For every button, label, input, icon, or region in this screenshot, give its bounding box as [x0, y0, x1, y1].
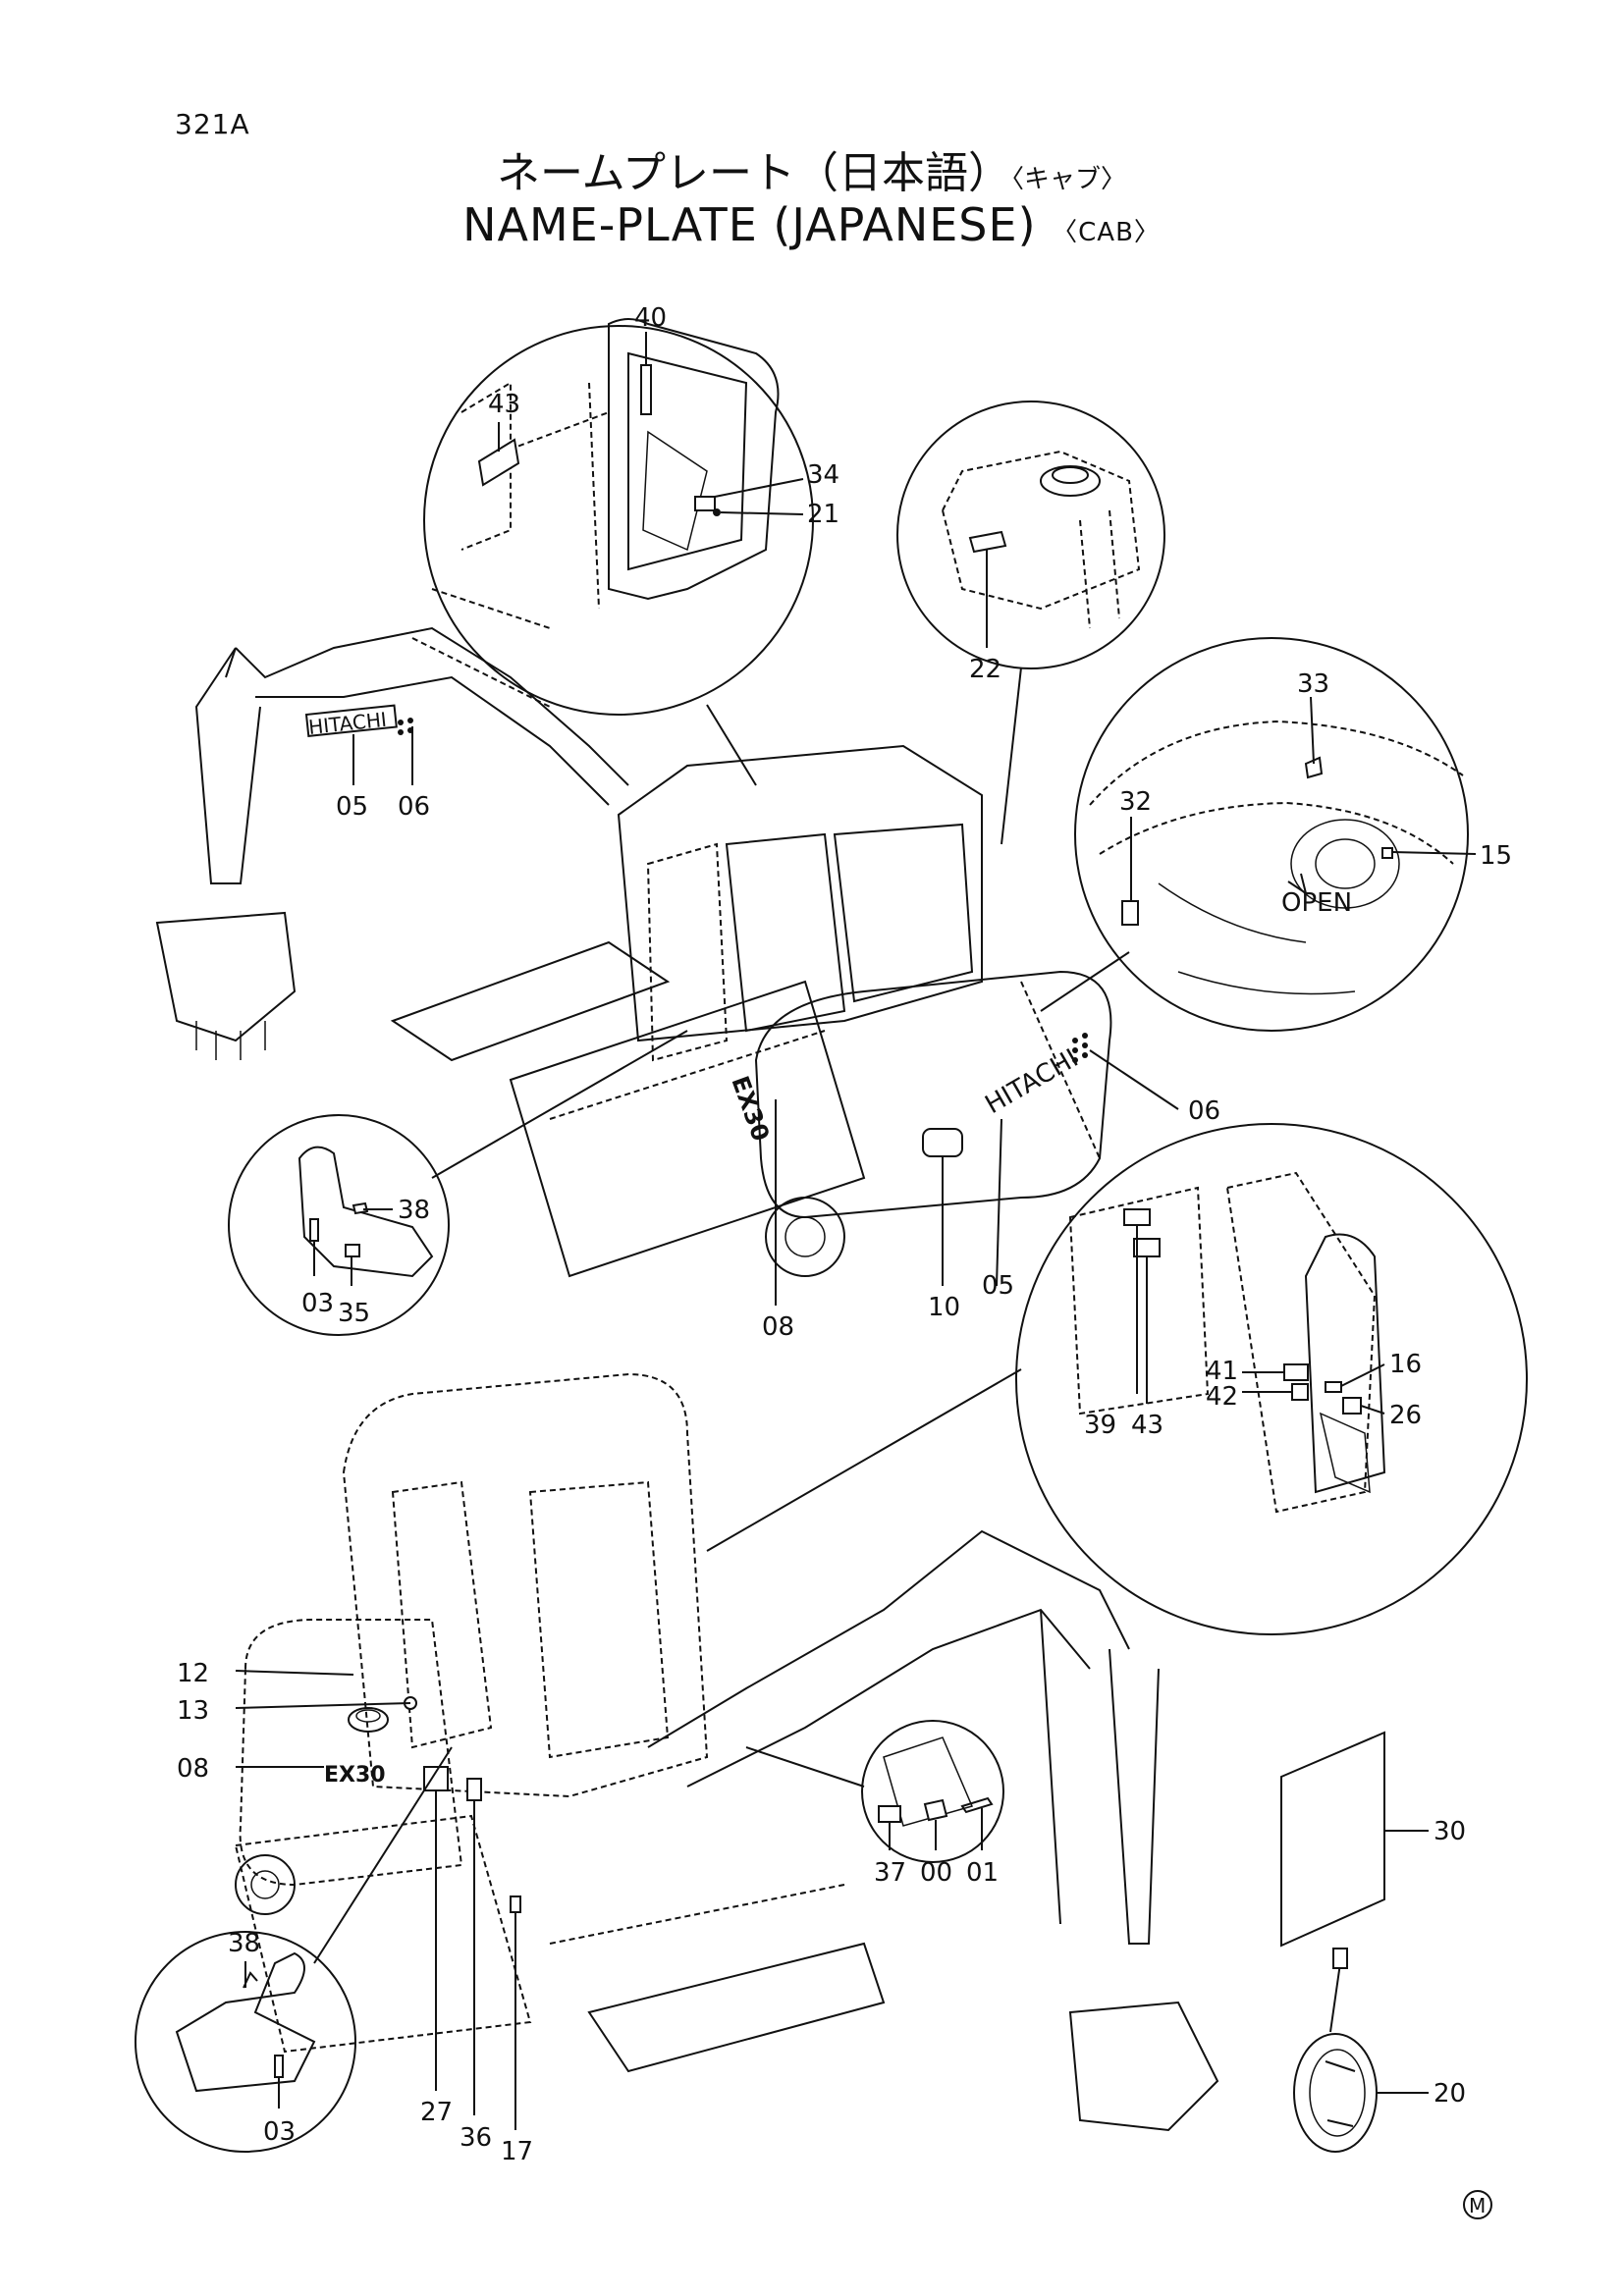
arrow-icon [1287, 873, 1308, 896]
plate-41 [1283, 1363, 1309, 1381]
page-code: 321A [175, 108, 250, 140]
detail-circle-tank [896, 400, 1165, 845]
callouts: 40 43 34 21 22 33 32 15 05 06 06 38 03 3… [177, 303, 1512, 2166]
detail-circle-engine: OPEN [1040, 637, 1477, 1032]
callout-05-boom: 05 [336, 792, 368, 822]
title-en-sub: 〈CAB〉 [1052, 218, 1161, 247]
callout-37: 37 [874, 1858, 906, 1888]
callout-03-bottom: 03 [263, 2117, 296, 2147]
manual-book [1280, 1731, 1429, 1948]
callout-39: 39 [1084, 1411, 1116, 1440]
callout-06-boom: 06 [398, 792, 430, 822]
title-jp-sub: 〈キャブ〉 [1011, 165, 1127, 194]
callout-12: 12 [177, 1659, 209, 1688]
detail-circle-lever-bottom [135, 1931, 356, 2153]
detail-circle-cab-panels [706, 1123, 1528, 1635]
callout-27: 27 [420, 2098, 453, 2127]
plate-42 [1291, 1383, 1309, 1401]
callout-16: 16 [1389, 1350, 1422, 1379]
plate-38-top [352, 1201, 369, 1215]
plate-35 [345, 1244, 360, 1257]
callout-22: 22 [969, 655, 1001, 684]
plate-40 [640, 364, 652, 415]
callout-40: 40 [634, 303, 667, 333]
callout-33: 33 [1297, 669, 1329, 699]
plate-03-top [309, 1218, 319, 1242]
plate-32 [1121, 900, 1139, 926]
boom-brand: HITACHI [307, 708, 388, 739]
title-jp-main: ネームプレート（日本語） [496, 148, 1012, 198]
plate-43-top [477, 438, 520, 487]
callout-17: 17 [501, 2137, 533, 2166]
key-tag [1293, 1948, 1429, 2153]
callout-03-top: 03 [301, 1289, 334, 1318]
callout-01: 01 [966, 1858, 999, 1888]
plate-03-bottom [274, 2055, 284, 2078]
callout-38-top: 38 [398, 1196, 430, 1225]
callout-05-rear: 05 [982, 1271, 1014, 1301]
callout-43-top: 43 [488, 390, 520, 419]
callout-13: 13 [177, 1696, 209, 1726]
title-english: NAME-PLATE (JAPANESE) 〈CAB〉 [0, 198, 1623, 251]
callout-06-rear: 06 [1188, 1096, 1220, 1126]
callout-30: 30 [1434, 1817, 1466, 1846]
callout-35: 35 [338, 1299, 370, 1328]
plate-36 [466, 1778, 482, 1801]
plate-26 [1342, 1397, 1362, 1415]
detail-circle-frame [861, 1720, 1004, 1863]
callout-08-top: 08 [762, 1312, 794, 1342]
mark-letter: M [1469, 2194, 1486, 2217]
plate-16 [1325, 1381, 1342, 1393]
grille-dots-rear [1072, 1033, 1088, 1063]
callout-15: 15 [1480, 841, 1512, 871]
plate-10 [922, 1128, 963, 1157]
callout-20: 20 [1434, 2079, 1466, 2109]
plate-17 [510, 1896, 521, 1913]
callout-32: 32 [1119, 787, 1152, 817]
title-japanese: ネームプレート（日本語）〈キャブ〉 [0, 137, 1623, 200]
circled-m-mark: M [1463, 2190, 1492, 2219]
callout-21: 21 [807, 500, 839, 529]
detail-circle-door-top [423, 318, 814, 786]
excavator-upper-view: HITACHI HITACHI EX30 [155, 626, 1179, 1306]
boom-decal [304, 704, 398, 737]
grille-dots-boom [398, 718, 413, 735]
callout-08-bottom: 08 [177, 1754, 209, 1784]
rear-brand: HITACHI [981, 1043, 1084, 1120]
callout-00: 00 [920, 1858, 952, 1888]
side-model: EX30 [324, 1763, 386, 1788]
callout-41: 41 [1206, 1357, 1238, 1386]
plate-39 [1123, 1208, 1151, 1226]
plate-00 [923, 1798, 948, 1822]
title-en-main: NAME-PLATE (JAPANESE) [462, 198, 1037, 251]
plate-37 [878, 1805, 901, 1823]
plate-21 [713, 508, 721, 516]
rivet-01 [960, 1796, 994, 1814]
callout-38-bottom: 38 [228, 1929, 260, 1958]
detail-circle-lever-top [228, 1114, 450, 1336]
callout-34: 34 [807, 460, 839, 490]
plate-22 [968, 530, 1007, 554]
callout-43-panel: 43 [1131, 1411, 1163, 1440]
excavator-lower-view: EX30 [234, 1372, 1219, 2132]
callout-26: 26 [1389, 1401, 1422, 1430]
plate-34 [694, 496, 716, 511]
callout-10: 10 [928, 1293, 960, 1322]
callout-42: 42 [1206, 1382, 1238, 1412]
plate-33 [1304, 756, 1324, 779]
plate-15 [1381, 847, 1393, 859]
callout-36: 36 [460, 2123, 492, 2153]
rear-model: EX30 [726, 1072, 775, 1145]
open-decal: OPEN [1281, 888, 1352, 918]
key-head [1332, 1948, 1348, 1969]
